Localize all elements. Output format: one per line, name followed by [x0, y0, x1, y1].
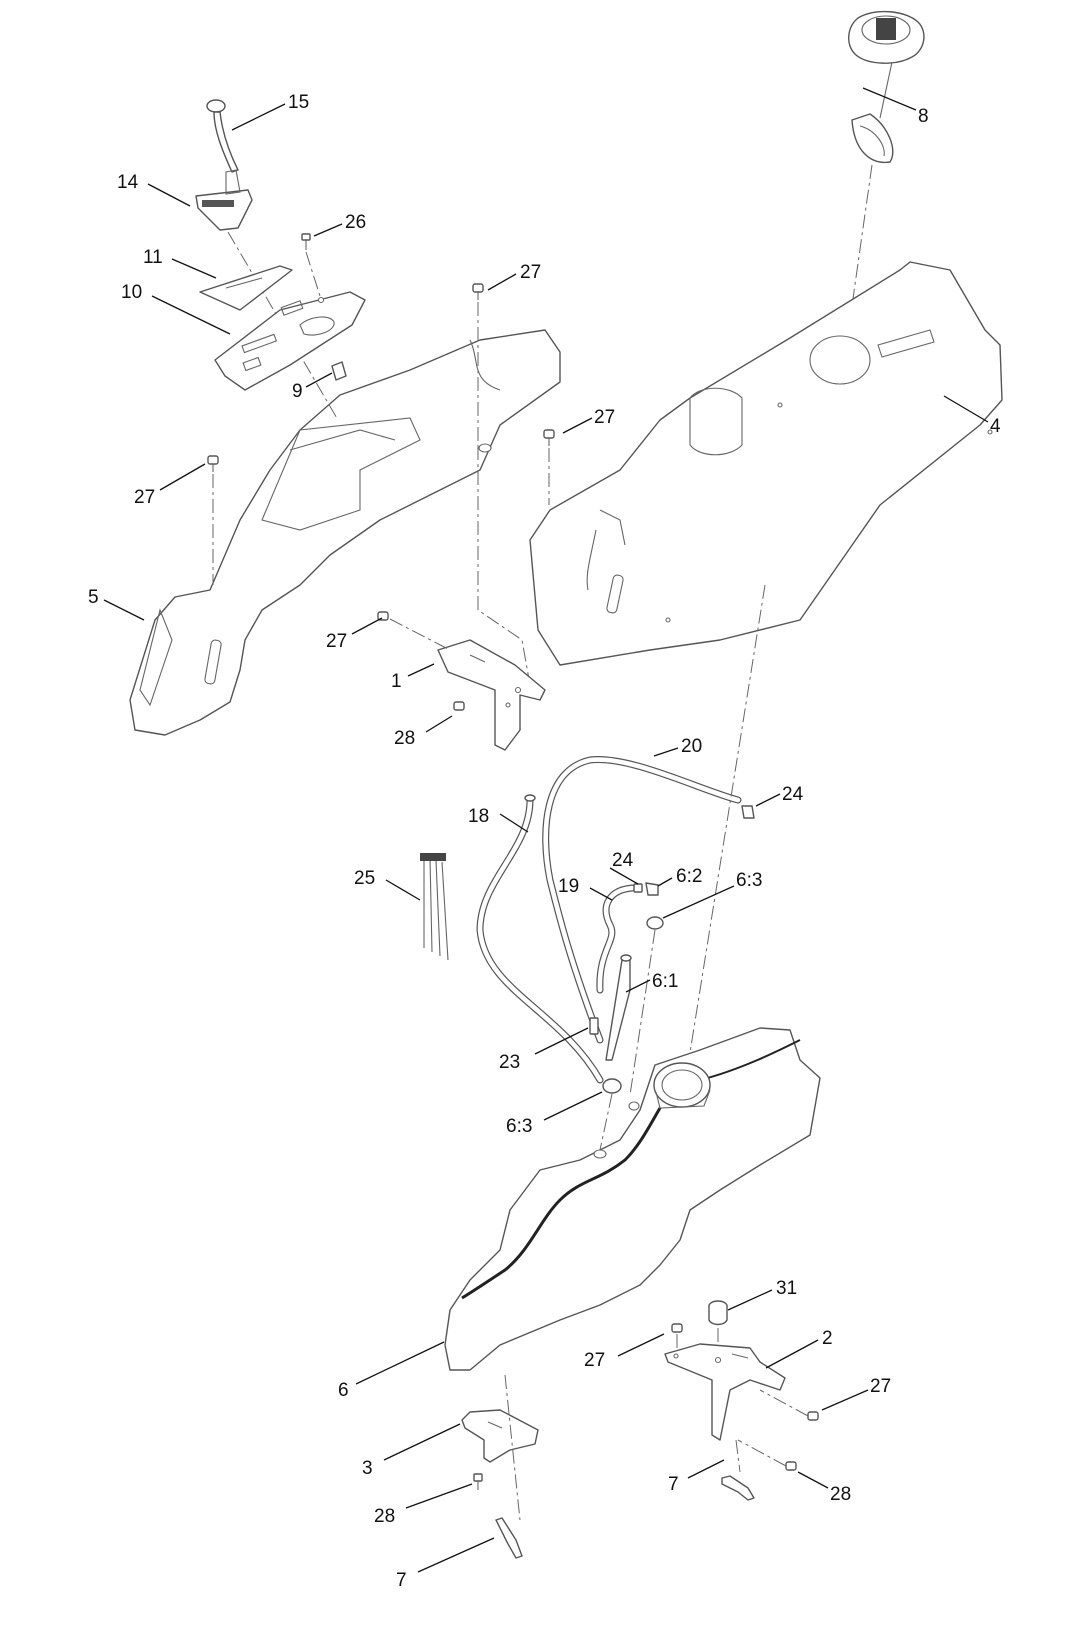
shroud-to-tank-axis-line	[687, 584, 766, 1066]
bolt-part-27-left	[207, 455, 219, 472]
knob-part-15	[206, 99, 239, 173]
callout-19: 19	[558, 876, 579, 897]
callout-31: 31	[776, 1278, 797, 1299]
callout-4: 4	[990, 416, 1001, 437]
bracket1-right-axis-line	[477, 446, 531, 686]
bolt-part-27-shroud	[543, 429, 555, 446]
callout-7-left: 7	[396, 1570, 407, 1591]
fuel-cap-part-8	[848, 10, 925, 164]
hose-part-18	[476, 794, 604, 1084]
bolt27-bracket-axis-line	[389, 618, 451, 651]
bolt-part-28-bracket2	[785, 1461, 797, 1471]
bezel-part-14	[195, 169, 253, 231]
callout-2: 2	[822, 1328, 833, 1349]
callout-7-right: 7	[668, 1474, 679, 1495]
callout-27-bracket2-top: 27	[584, 1350, 605, 1371]
callout-6-1: 6:1	[652, 971, 678, 992]
grommet-part-6-3-upper	[646, 916, 664, 930]
bumper-part-31	[708, 1300, 728, 1326]
callout-27-shroud: 27	[594, 407, 615, 428]
bolt28-bracket2-axis-line	[737, 1439, 787, 1467]
callout-27-bracket2-side: 27	[870, 1376, 891, 1397]
elbow-part-6-2	[645, 882, 659, 896]
bracket-part-7-left	[495, 1517, 523, 1559]
callout-labels: 15 8 14 26 11 27 10 9 27 4 27 5 27 1 28 …	[88, 92, 1001, 1591]
hose-part-19	[596, 884, 636, 994]
bolt-part-28-lower	[473, 1473, 483, 1490]
callout-27-bracket: 27	[326, 631, 347, 652]
pickup-axis-line	[629, 929, 656, 1096]
callout-14: 14	[117, 172, 139, 193]
fuel-tank-part-6	[444, 1027, 821, 1371]
bolt-part-27-top	[472, 283, 484, 300]
callout-18: 18	[468, 806, 489, 827]
bracket-part-2	[664, 1343, 786, 1441]
callout-10: 10	[121, 282, 142, 303]
fitting-part-23	[589, 1017, 599, 1035]
callout-28-bracket2: 28	[830, 1484, 851, 1505]
bolt-part-27-bracket2-side	[807, 1411, 819, 1421]
callout-24-mid: 24	[612, 850, 634, 871]
callout-27-top: 27	[520, 262, 541, 283]
bracket-part-7-right	[721, 1475, 755, 1501]
cable-ties-part-25	[420, 853, 449, 961]
grommet-axis-line	[599, 1093, 613, 1151]
screw26-axis-line	[305, 251, 321, 297]
decal-part-11	[199, 265, 293, 311]
hose-part-20	[542, 756, 742, 1044]
callout-15: 15	[288, 92, 309, 113]
grommet-part-6-3-lower	[602, 1078, 622, 1094]
left-shroud-part-5	[129, 329, 561, 736]
pickup-part-6-1	[605, 954, 632, 1061]
panel-part-10	[214, 291, 366, 391]
screw-part-26	[301, 233, 311, 250]
callout-6-3-lower: 6:3	[506, 1116, 532, 1137]
callout-11: 11	[143, 247, 163, 268]
callout-28-lower: 28	[374, 1506, 395, 1527]
bracket2-down-axis-line	[735, 1439, 741, 1473]
upper-shroud-part-4	[529, 261, 1003, 666]
callout-25: 25	[354, 868, 375, 889]
callout-26: 26	[345, 212, 366, 233]
callout-28-bracket: 28	[394, 728, 415, 749]
callout-6-2: 6:2	[676, 866, 702, 887]
callout-23: 23	[499, 1052, 520, 1073]
callout-5: 5	[88, 587, 99, 608]
callout-27-left: 27	[134, 487, 155, 508]
callout-8: 8	[918, 106, 929, 127]
callout-9: 9	[292, 381, 303, 402]
bracket-part-3	[461, 1409, 539, 1463]
callout-3: 3	[362, 1458, 373, 1479]
cap-axis-line	[839, 164, 873, 391]
callout-6-3-upper: 6:3	[736, 870, 762, 891]
clip-part-9	[331, 361, 347, 381]
bolt-part-27-bracket	[377, 611, 389, 621]
callout-6: 6	[338, 1380, 349, 1401]
callout-1: 1	[391, 671, 402, 692]
bolt-part-27-bracket2-top	[671, 1323, 683, 1333]
callout-24-right: 24	[782, 784, 804, 805]
bolt27-side-axis-line	[759, 1389, 809, 1417]
bracket-part-1	[437, 639, 546, 751]
leader-lines	[103, 87, 989, 1573]
bolt-part-28-bracket	[453, 701, 465, 711]
fitting-part-24-mid	[633, 883, 643, 893]
callout-20: 20	[681, 736, 702, 757]
fitting-part-24-right	[741, 805, 755, 819]
